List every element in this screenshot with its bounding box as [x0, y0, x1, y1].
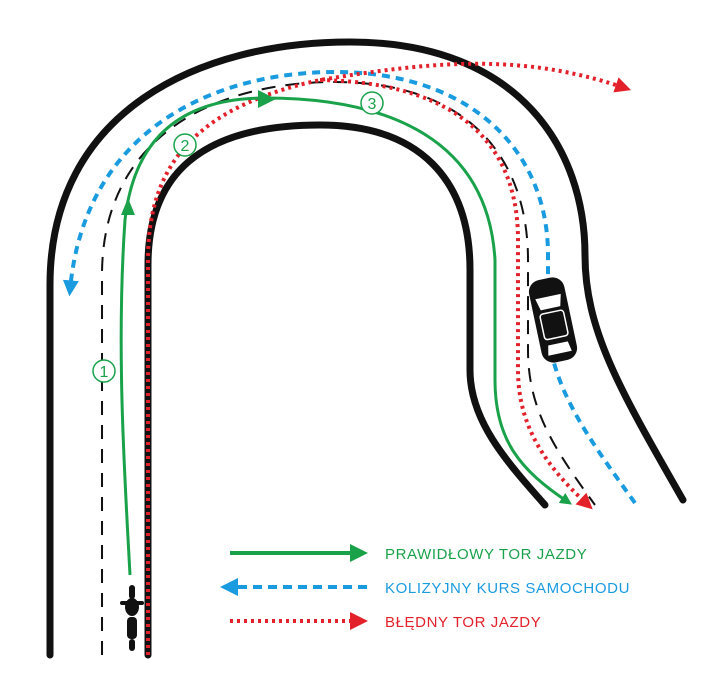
wrong-path	[146, 61, 632, 655]
road-inner-edge	[144, 121, 549, 659]
motorcycle-top-view-icon	[120, 585, 144, 651]
step-marker-1: 1	[92, 359, 116, 383]
legend-label-collision: KOLIZYJNY KURS SAMOCHODU	[385, 580, 630, 597]
legend: PRAWIDŁOWY TOR JAZDY KOLIZYJNY KURS SAMO…	[220, 544, 630, 631]
correct-path-arrowhead-2	[258, 90, 276, 108]
step-marker-2: 2	[173, 133, 197, 157]
car-top-view-icon	[528, 277, 578, 363]
legend-item-correct: PRAWIDŁOWY TOR JAZDY	[230, 544, 587, 563]
legend-item-wrong: BŁĘDNY TOR JAZDY	[230, 612, 541, 631]
legend-label-wrong: BŁĘDNY TOR JAZDY	[385, 614, 541, 631]
svg-text:1: 1	[100, 364, 109, 381]
road-center-line	[101, 80, 596, 655]
collision-course-path	[62, 69, 637, 505]
correct-path-arrowhead-1	[121, 198, 135, 215]
svg-text:2: 2	[181, 138, 190, 155]
legend-item-collision: KOLIZYJNY KURS SAMOCHODU	[220, 578, 630, 597]
road-outer-edge	[46, 38, 687, 659]
step-marker-3: 3	[360, 91, 384, 115]
svg-text:3: 3	[368, 96, 377, 113]
legend-label-correct: PRAWIDŁOWY TOR JAZDY	[385, 546, 587, 563]
correct-path	[119, 96, 572, 576]
